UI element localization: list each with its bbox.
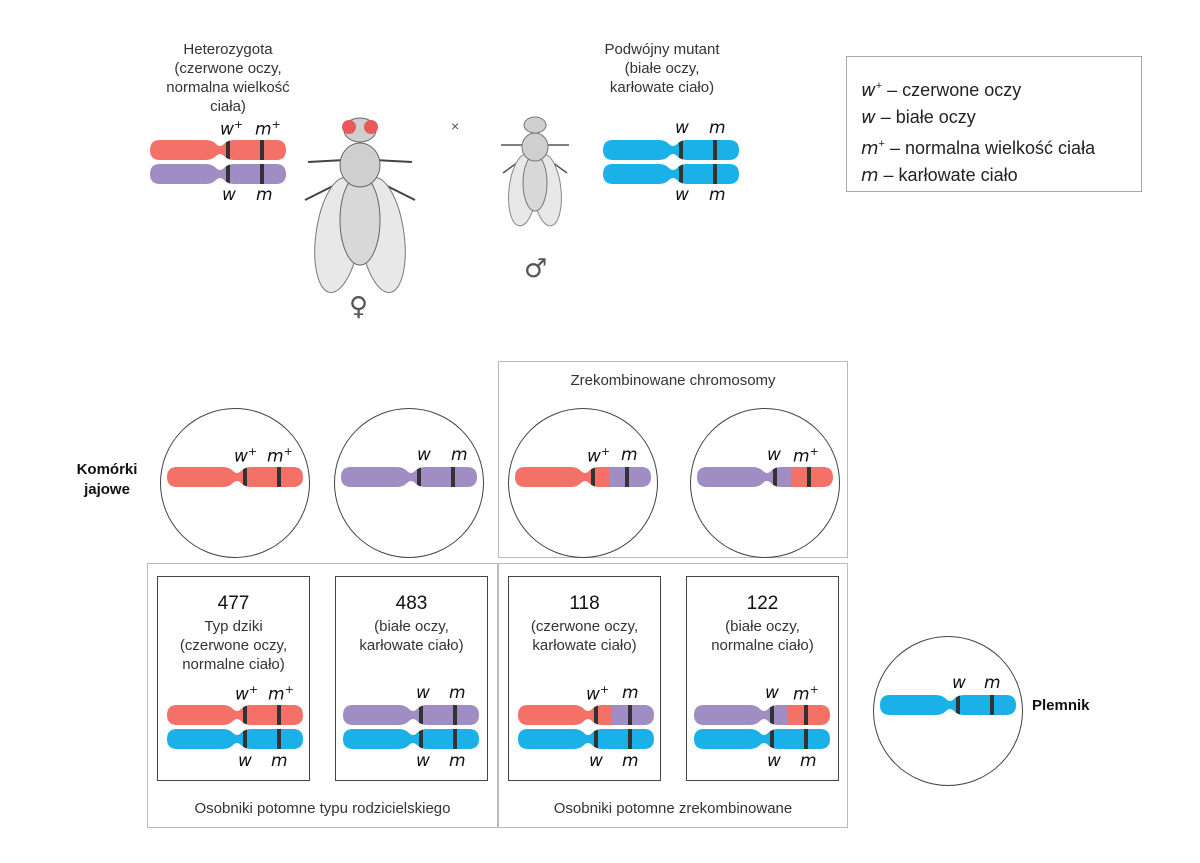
chromosome-pair	[167, 705, 303, 749]
male-parent-label: Podwójny mutant (białe oczy, karłowate c…	[604, 41, 720, 96]
recombinant-offspring-group	[498, 563, 848, 828]
recombined-chromosomes-group	[498, 361, 848, 558]
offspring-phenotype: Typ dziki (czerwone oczy, normalne ciało…	[179, 618, 288, 673]
chromosome-blue	[880, 695, 1016, 715]
legend-row: m – karłowate ciało	[861, 165, 1018, 186]
sperm-cell: w m	[873, 636, 1023, 786]
offspring-count: 477	[217, 593, 250, 614]
offspring-box: 477 Typ dziki (czerwone oczy, normalne c…	[157, 576, 310, 781]
parental-offspring-group	[147, 563, 498, 828]
offspring-box: 122 (białe oczy, normalne ciało) w m+ w …	[686, 576, 839, 781]
gene-w: w	[675, 118, 689, 138]
gene-w-plus: w+	[220, 118, 244, 140]
egg-cell: w+ m	[508, 408, 658, 558]
parental-offspring-caption: Osobniki potomne typu rodzicielskiego	[194, 800, 451, 817]
offspring-count: 122	[746, 593, 779, 614]
gene-m: m	[709, 118, 726, 138]
egg-cell: w m	[334, 408, 484, 558]
gene-w: w	[675, 185, 689, 205]
gene-m: m	[256, 185, 273, 205]
female-symbol: ♀	[349, 292, 369, 322]
egg-cell: w+ m+	[160, 408, 310, 558]
egg-cell: w m+	[690, 408, 840, 558]
gene-w: w	[222, 185, 236, 205]
recombinant-offspring-caption: Osobniki potomne zrekombinowane	[553, 800, 793, 817]
offspring-count: 118	[569, 593, 600, 614]
female-fly-illustration	[304, 117, 416, 294]
chromosome-pair	[694, 705, 830, 749]
chromosome-pair-blue	[603, 140, 739, 184]
female-parent-label: Heterozygota (czerwone oczy, normalna wi…	[166, 41, 290, 115]
chromosome-pair	[518, 705, 654, 749]
chromosome-red	[167, 467, 303, 487]
eggs-label: Komórki jajowe	[76, 461, 138, 498]
male-chromosome-pair: w m w m	[603, 118, 753, 208]
recombined-chromosomes-title: Zrekombinowane chromosomy	[570, 372, 776, 389]
chromosome-purple	[341, 467, 477, 487]
chromosome-pair-red-purple	[150, 140, 286, 184]
male-symbol: ♂	[524, 254, 548, 284]
cross-symbol: ×	[451, 118, 460, 134]
offspring-phenotype: (białe oczy, karłowate ciało)	[359, 618, 464, 654]
gene-m: m	[709, 185, 726, 205]
legend-row: w – białe oczy	[861, 107, 976, 128]
legend-row: w+ – czerwone oczy	[861, 80, 1022, 101]
offspring-box: 483 (białe oczy, karłowate ciało) w m w …	[335, 576, 488, 781]
allele-legend: w+ – czerwone oczy w – białe oczy m+ – n…	[846, 56, 1142, 192]
sperm-label: Plemnik	[1032, 697, 1090, 714]
chromosome-red-purple-recombinant	[515, 467, 651, 487]
gene-m-plus: m+	[255, 118, 281, 140]
offspring-phenotype: (białe oczy, normalne ciało)	[711, 618, 814, 654]
male-fly-illustration	[501, 116, 569, 227]
chromosome-pair	[343, 705, 479, 749]
offspring-box: 118 (czerwone oczy, karłowate ciało) w+ …	[508, 576, 661, 781]
legend-row: m+ – normalna wielkość ciała	[861, 138, 1096, 159]
chromosome-purple-red-recombinant	[697, 467, 833, 487]
female-chromosome-pair: w+ m+ w m	[150, 118, 300, 208]
offspring-count: 483	[395, 593, 428, 614]
offspring-phenotype: (czerwone oczy, karłowate ciało)	[530, 618, 639, 654]
